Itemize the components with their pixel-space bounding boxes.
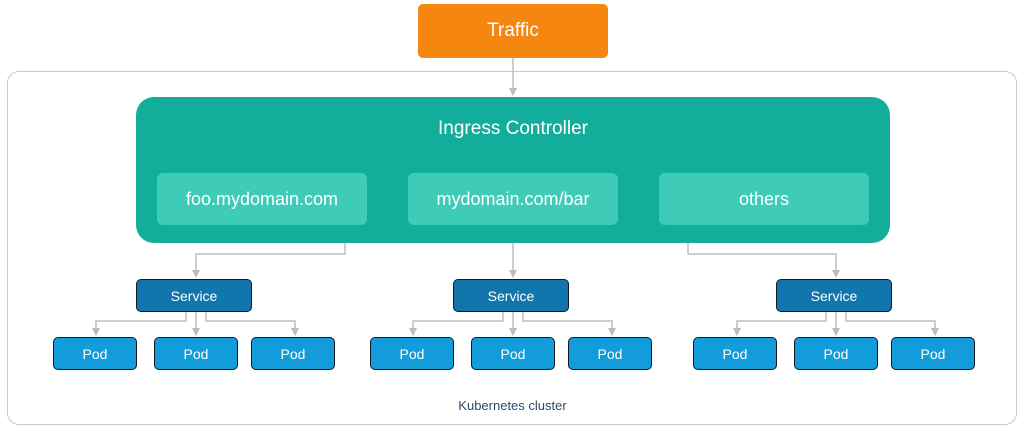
pod-node-2-2: Pod (471, 337, 555, 370)
pod-node-2-3: Pod (568, 337, 652, 370)
ingress-controller-title: Ingress Controller (438, 118, 588, 139)
service-3-to-pod-3-arrow (845, 312, 939, 336)
ingress-rule-foo-mydomain: foo.mydomain.com (157, 173, 367, 225)
service-node-3: Service (776, 279, 892, 312)
service-3-to-pod-1-arrow (733, 312, 827, 336)
pod-node-1-3: Pod (251, 337, 335, 370)
pod-node-2-1: Pod (370, 337, 454, 370)
service-node-2: Service (453, 279, 569, 312)
service-node-1: Service (136, 279, 252, 312)
service-1-to-pod-3-arrow (205, 312, 299, 336)
service-2-to-pod-3-arrow (522, 312, 616, 336)
cluster-label: Kubernetes cluster (458, 398, 567, 413)
pod-node-1-1: Pod (53, 337, 137, 370)
ingress-rule-mydomain-bar: mydomain.com/bar (408, 173, 618, 225)
traffic-node: Traffic (418, 4, 608, 58)
service-2-to-pod-1-arrow (409, 312, 504, 336)
pod-node-3-1: Pod (693, 337, 777, 370)
ingress-rule-others: others (659, 173, 869, 225)
pod-node-3-3: Pod (891, 337, 975, 370)
pod-node-3-2: Pod (794, 337, 878, 370)
pod-node-1-2: Pod (154, 337, 238, 370)
service-1-to-pod-1-arrow (92, 312, 187, 336)
